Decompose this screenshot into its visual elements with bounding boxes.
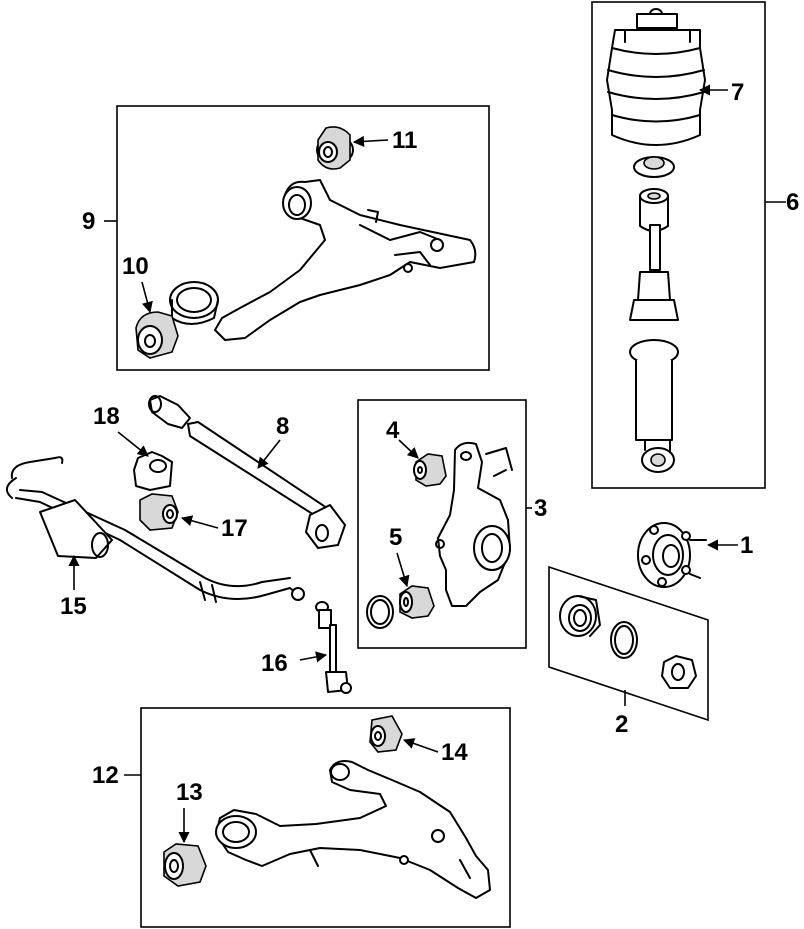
callout-18: 18 (93, 403, 120, 430)
callout-16: 16 (261, 650, 288, 677)
bushing-icon[interactable] (399, 585, 435, 619)
callout-11: 11 (392, 127, 417, 154)
leader-14 (402, 738, 439, 753)
bearing-kit-group (548, 565, 709, 722)
strut-mount-icon[interactable] (633, 156, 675, 232)
callout-9: 9 (82, 208, 95, 235)
bushing-icon[interactable] (316, 126, 354, 170)
knuckle-group (357, 399, 527, 649)
callout-10: 10 (122, 253, 149, 280)
air-spring-icon[interactable] (606, 8, 706, 146)
snap-ring-icon[interactable] (366, 595, 394, 629)
lower-control-arm-group (140, 707, 511, 928)
shock-absorber-icon[interactable] (629, 224, 679, 473)
group-2-frame (548, 565, 709, 722)
callout-12: 12 (92, 762, 119, 789)
steering-knuckle-icon[interactable] (435, 441, 513, 607)
wheel-hub-icon[interactable] (637, 522, 707, 588)
leader-18 (117, 431, 149, 457)
group-9-frame (116, 105, 490, 371)
callout-7: 7 (731, 79, 744, 106)
callout-15: 15 (60, 593, 87, 620)
group-3-frame (357, 399, 527, 649)
bushing-icon[interactable] (163, 843, 207, 887)
stabilizer-link-icon[interactable] (315, 601, 352, 694)
leader-4 (398, 439, 419, 459)
wheel-bearing-icon[interactable] (559, 595, 601, 637)
bushing-icon[interactable] (413, 453, 447, 487)
snap-ring-icon[interactable] (610, 621, 638, 659)
bushing-icon[interactable] (135, 311, 179, 359)
stabilizer-bracket-icon[interactable] (133, 451, 173, 491)
strut-assembly-group (591, 1, 766, 489)
callout-17: 17 (221, 515, 248, 542)
stabilizer-bar-icon[interactable] (5, 456, 305, 603)
hub-nut-icon[interactable] (661, 655, 697, 689)
callout-1: 1 (740, 532, 753, 559)
callout-13: 13 (176, 779, 203, 806)
leader-10 (141, 281, 153, 314)
leader-8 (257, 439, 281, 469)
upper-control-arm-icon[interactable] (169, 179, 477, 341)
leader-17 (180, 515, 219, 529)
leader-11 (352, 135, 389, 147)
upper-control-arm-group (116, 105, 490, 371)
tie-rod-icon[interactable] (148, 395, 346, 549)
callout-4: 4 (386, 417, 400, 444)
bushing-icon[interactable] (369, 715, 403, 753)
callout-3: 3 (534, 495, 547, 522)
callout-14: 14 (441, 739, 468, 766)
leader-5 (396, 552, 410, 588)
callout-2: 2 (615, 711, 628, 738)
group-12-frame (140, 707, 511, 928)
callout-6: 6 (786, 189, 799, 216)
callout-8: 8 (276, 413, 289, 440)
group-6-frame (591, 1, 766, 489)
callout-5: 5 (389, 524, 402, 551)
lower-control-arm-icon[interactable] (215, 760, 491, 899)
leader-16 (299, 651, 328, 663)
bushing-icon[interactable] (139, 493, 179, 531)
